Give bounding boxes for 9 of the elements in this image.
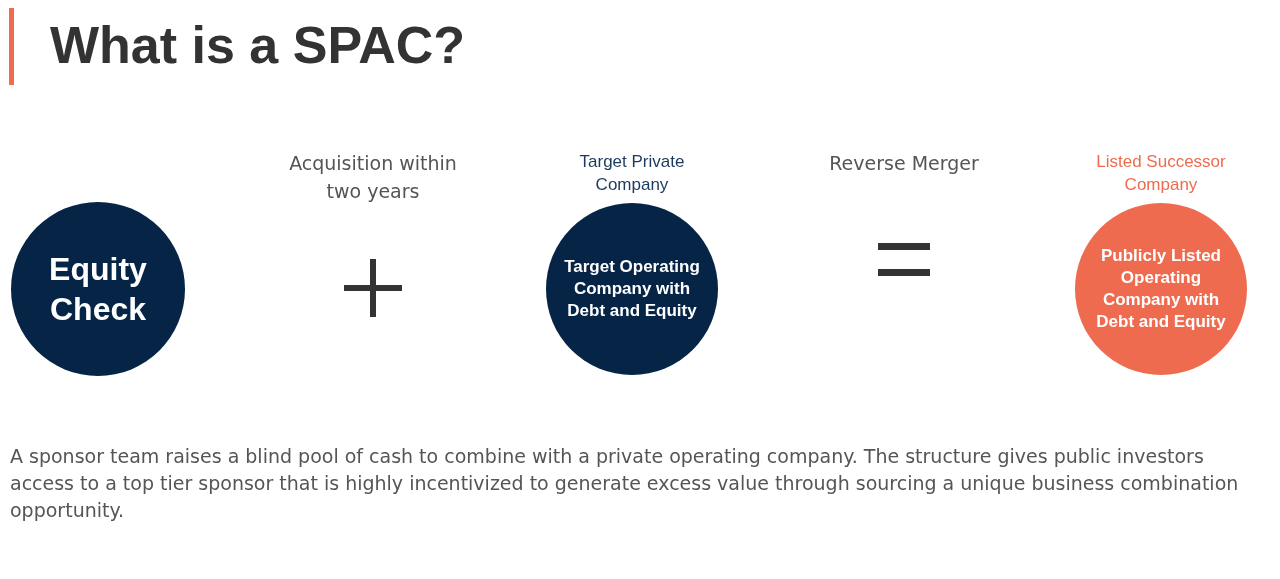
- circle-heading: Target Private Company: [578, 151, 686, 196]
- step-label: Acquisition within two years: [288, 151, 458, 204]
- step-label: Reverse Merger: [828, 151, 980, 176]
- title: What is a SPAC?: [50, 15, 466, 76]
- description-paragraph: A sponsor team raises a blind pool of cash to combine with a private operating company. The structure gives public investors access to a top tier sponsor that is highly incentivized to generate excess value through sourcing a unique business combination opportunity.: [10, 444, 1240, 523]
- circle-label: Target Operating Company with Debt and Equity: [563, 256, 701, 322]
- circle-label: Equity Check: [48, 250, 148, 329]
- circle-heading: Listed Successor Company: [1095, 151, 1227, 196]
- circle-label: Publicly Listed Operating Company with Debt and Equity: [1095, 245, 1227, 333]
